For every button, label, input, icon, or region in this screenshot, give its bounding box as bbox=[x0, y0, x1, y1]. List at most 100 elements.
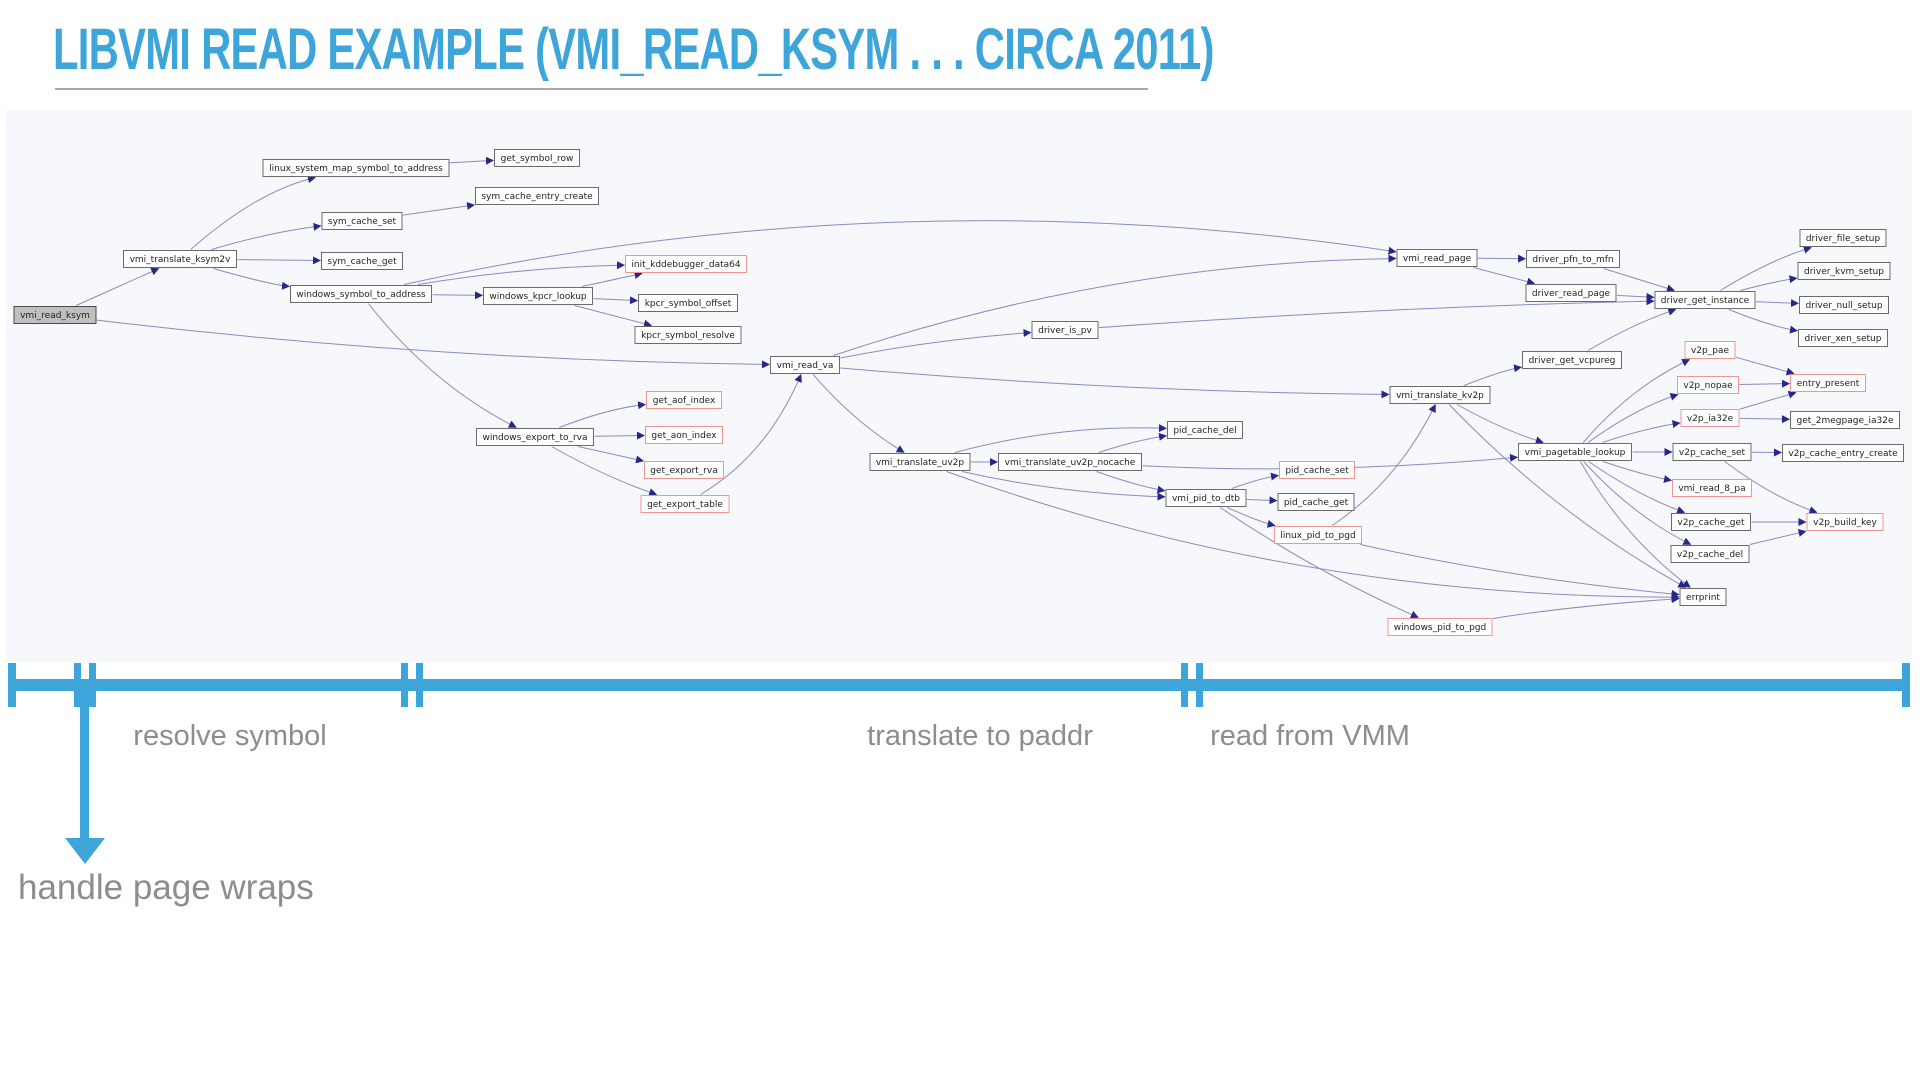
graph-edge-driver_pfn_to_mfn-to-driver_get_instance bbox=[1603, 268, 1675, 293]
graph-node-vmi_translate_uv2p_nocache: vmi_translate_uv2p_nocache bbox=[998, 453, 1142, 471]
graph-edge-windows_symbol_to_address-to-vmi_read_page bbox=[403, 220, 1397, 285]
graph-edge-windows_kpcr_lookup-to-kpcr_symbol_resolve bbox=[574, 305, 652, 328]
graph-edge-v2p_pae-to-entry_present bbox=[1735, 356, 1795, 376]
graph-edge-vmi_pagetable_lookup-to-vmi_read_8_pa bbox=[1602, 461, 1672, 483]
graph-node-label: windows_kpcr_lookup bbox=[489, 292, 587, 302]
graph-edge-vmi_pid_to_dtb-to-windows_pid_to_pgd bbox=[1219, 507, 1419, 619]
graph-node-label: entry_present bbox=[1797, 379, 1860, 389]
graph-edge-linux_pid_to_pgd-to-errprint bbox=[1360, 544, 1680, 598]
graph-node-box bbox=[290, 285, 432, 303]
graph-node-get_symbol_row: get_symbol_row bbox=[494, 149, 580, 167]
graph-node-vmi_pid_to_dtb: vmi_pid_to_dtb bbox=[1165, 489, 1247, 507]
graph-node-box bbox=[1679, 588, 1727, 606]
graph-node-box bbox=[998, 453, 1142, 471]
timeline-double-tick-1-1 bbox=[416, 663, 423, 707]
graph-edge-sym_cache_set-to-sym_cache_entry_create bbox=[402, 202, 475, 216]
graph-node-label: driver_kvm_setup bbox=[1804, 267, 1884, 277]
graph-edge-linux_pid_to_pgd-to-vmi_translate_kv2p bbox=[1331, 404, 1436, 526]
graph-edge-vmi_translate_ksym2v-to-windows_symbol_to_address bbox=[213, 268, 290, 290]
callout-label: handle page wraps bbox=[18, 868, 314, 907]
graph-edge-driver_get_instance-to-driver_null_setup bbox=[1755, 299, 1799, 308]
graph-node-box bbox=[494, 149, 580, 167]
graph-node-label: vmi_read_page bbox=[1403, 254, 1472, 264]
graph-edge-v2p_cache_del-to-v2p_build_key bbox=[1749, 529, 1807, 545]
graph-node-vmi_read_8_pa: vmi_read_8_pa bbox=[1672, 479, 1752, 497]
graph-node-label: linux_pid_to_pgd bbox=[1280, 531, 1355, 541]
graph-node-label: pid_cache_del bbox=[1173, 426, 1236, 436]
graph-node-label: driver_get_vcpureg bbox=[1529, 356, 1616, 366]
graph-node-v2p_pae: v2p_pae bbox=[1684, 341, 1736, 359]
graph-node-box bbox=[1677, 376, 1739, 394]
graph-node-box bbox=[1277, 493, 1355, 511]
graph-node-label: vmi_translate_ksym2v bbox=[130, 255, 232, 265]
graph-edge-vmi_read_va-to-vmi_read_page bbox=[833, 254, 1397, 356]
graph-node-label: sym_cache_entry_create bbox=[481, 192, 593, 202]
graph-node-box bbox=[1782, 444, 1904, 462]
graph-node-label: v2p_build_key bbox=[1813, 518, 1877, 528]
graph-node-box bbox=[123, 250, 237, 268]
graph-node-box bbox=[1790, 374, 1866, 392]
graph-node-kpcr_symbol_offset: kpcr_symbol_offset bbox=[638, 294, 738, 312]
graph-node-label: get_symbol_row bbox=[501, 154, 574, 164]
graph-edge-vmi_read_ksym-to-vmi_translate_ksym2v bbox=[75, 267, 160, 306]
graph-node-box bbox=[1387, 618, 1493, 636]
graph-node-box bbox=[1389, 386, 1491, 404]
graph-edge-vmi_translate_ksym2v-to-sym_cache_get bbox=[237, 256, 321, 265]
graph-node-box bbox=[1031, 321, 1099, 339]
graph-edge-windows_symbol_to_address-to-windows_export_to_rva bbox=[368, 303, 517, 428]
graph-node-box bbox=[1525, 284, 1617, 302]
graph-node-box bbox=[475, 187, 599, 205]
timeline-double-tick-2-1 bbox=[1196, 663, 1203, 707]
graph-node-label: get_export_rva bbox=[650, 466, 717, 476]
graph-edge-vmi_read_page-to-driver_read_page bbox=[1473, 267, 1536, 286]
graph-node-driver_kvm_setup: driver_kvm_setup bbox=[1797, 262, 1891, 280]
graph-node-sym_cache_entry_create: sym_cache_entry_create bbox=[475, 187, 599, 205]
graph-node-label: driver_xen_setup bbox=[1805, 334, 1882, 344]
graph-node-vmi_translate_uv2p: vmi_translate_uv2p bbox=[869, 453, 971, 471]
graph-node-label: vmi_translate_uv2p bbox=[876, 458, 965, 468]
graph-node-label: v2p_cache_del bbox=[1677, 550, 1743, 560]
graph-edge-vmi_pagetable_lookup-to-v2p_cache_get bbox=[1588, 461, 1686, 514]
graph-node-get_export_table: get_export_table bbox=[640, 495, 730, 513]
graph-node-linux_pid_to_pgd: linux_pid_to_pgd bbox=[1274, 526, 1362, 544]
graph-node-label: errprint bbox=[1686, 593, 1720, 603]
graph-node-entry_present: entry_present bbox=[1790, 374, 1866, 392]
phase-label-2: read from VMM bbox=[1210, 720, 1410, 752]
graph-node-label: driver_file_setup bbox=[1806, 234, 1881, 244]
graph-edge-windows_kpcr_lookup-to-kpcr_symbol_offset bbox=[593, 296, 638, 305]
graph-node-label: sym_cache_get bbox=[327, 257, 397, 267]
timeline-double-tick-2-0 bbox=[1181, 663, 1188, 707]
graph-node-box bbox=[770, 356, 840, 374]
graph-edge-vmi_pid_to_dtb-to-pid_cache_set bbox=[1231, 472, 1279, 489]
graph-node-driver_get_instance: driver_get_instance bbox=[1654, 291, 1756, 309]
graph-node-label: vmi_translate_kv2p bbox=[1396, 391, 1484, 401]
graph-edge-get_export_table-to-vmi_read_va bbox=[700, 374, 802, 495]
timeline-bar bbox=[8, 679, 1910, 691]
graph-node-driver_get_vcpureg: driver_get_vcpureg bbox=[1522, 351, 1622, 369]
graph-edges bbox=[75, 156, 1818, 619]
graph-edge-vmi_translate_kv2p-to-driver_get_vcpureg bbox=[1463, 364, 1522, 386]
graph-node-box bbox=[640, 495, 730, 513]
graph-node-vmi_read_ksym: vmi_read_ksym bbox=[13, 306, 97, 324]
graph-node-vmi_read_page: vmi_read_page bbox=[1396, 249, 1478, 267]
graph-node-kpcr_symbol_resolve: kpcr_symbol_resolve bbox=[634, 326, 742, 344]
graph-node-box bbox=[1167, 421, 1243, 439]
graph-edge-vmi_translate_uv2p-to-pid_cache_del bbox=[954, 424, 1167, 453]
graph-node-v2p_ia32e: v2p_ia32e bbox=[1680, 409, 1740, 427]
graph-node-label: driver_null_setup bbox=[1805, 301, 1882, 311]
graph-node-box bbox=[1396, 249, 1478, 267]
graph-node-box bbox=[1684, 341, 1736, 359]
graph-node-label: vmi_translate_uv2p_nocache bbox=[1005, 458, 1136, 468]
graph-node-windows_export_to_rva: windows_export_to_rva bbox=[476, 428, 594, 446]
graph-node-label: sym_cache_set bbox=[328, 217, 397, 227]
graph-node-driver_null_setup: driver_null_setup bbox=[1799, 296, 1889, 314]
graph-node-pid_cache_get: pid_cache_get bbox=[1277, 493, 1355, 511]
callout-arrow-stem bbox=[80, 691, 89, 840]
phase-label-1: translate to paddr bbox=[867, 720, 1093, 752]
graph-node-label: v2p_ia32e bbox=[1687, 414, 1734, 424]
graph-background bbox=[6, 110, 1912, 662]
graph-nodes: vmi_read_ksymvmi_translate_ksym2vlinux_s… bbox=[13, 149, 1904, 636]
graph-node-vmi_pagetable_lookup: vmi_pagetable_lookup bbox=[1518, 443, 1632, 461]
graph-edge-driver_is_pv-to-driver_get_instance bbox=[1098, 297, 1655, 329]
